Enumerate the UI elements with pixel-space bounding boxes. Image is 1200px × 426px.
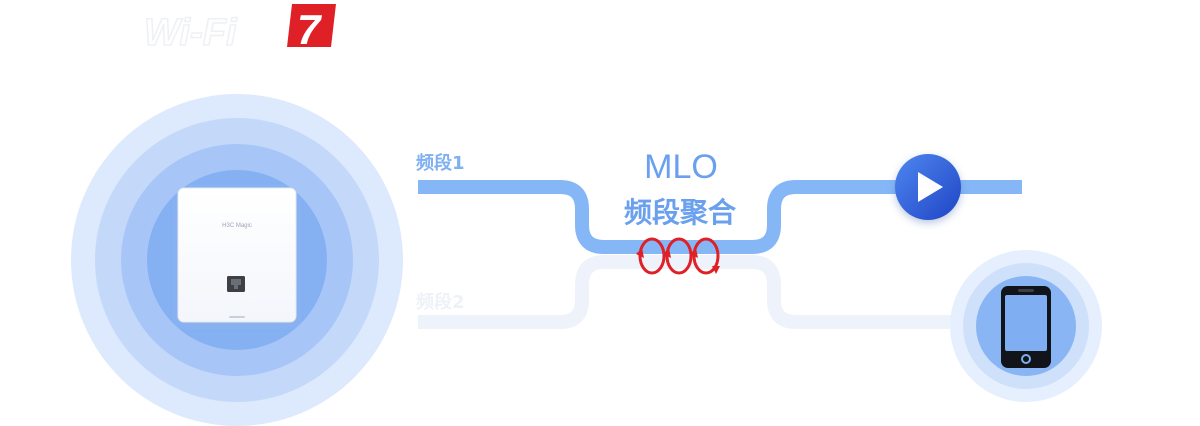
- rotating-arrow-2: [663, 237, 693, 275]
- wifi-logo-text: Wi-Fi: [144, 12, 238, 54]
- ethernet-port-icon: [227, 276, 245, 292]
- play-icon: [918, 172, 943, 202]
- band2-label: 频段2: [416, 291, 465, 313]
- access-point-panel: [177, 187, 297, 323]
- device-indicator: [229, 316, 245, 318]
- smartphone-icon: [1001, 286, 1051, 368]
- device-brand: H3C Magic: [222, 223, 252, 229]
- mlo-subtitle: 频段聚合: [624, 196, 737, 229]
- rotating-arrow-3: [690, 237, 720, 275]
- wifi7-badge: 7: [287, 4, 336, 53]
- band1-path: [418, 180, 1022, 254]
- rotating-arrows-icon: [636, 237, 720, 275]
- wifi7-badge-number: 7: [297, 6, 322, 53]
- play-button[interactable]: [895, 154, 961, 220]
- rotating-arrow-1: [636, 237, 666, 275]
- access-point-device: H3C Magic: [177, 187, 297, 323]
- mlo-title: MLO: [644, 148, 718, 186]
- wifi7-logo: Wi-Fi 7: [143, 4, 336, 55]
- band1-label: 频段1: [416, 152, 465, 174]
- band2-path: [418, 255, 960, 329]
